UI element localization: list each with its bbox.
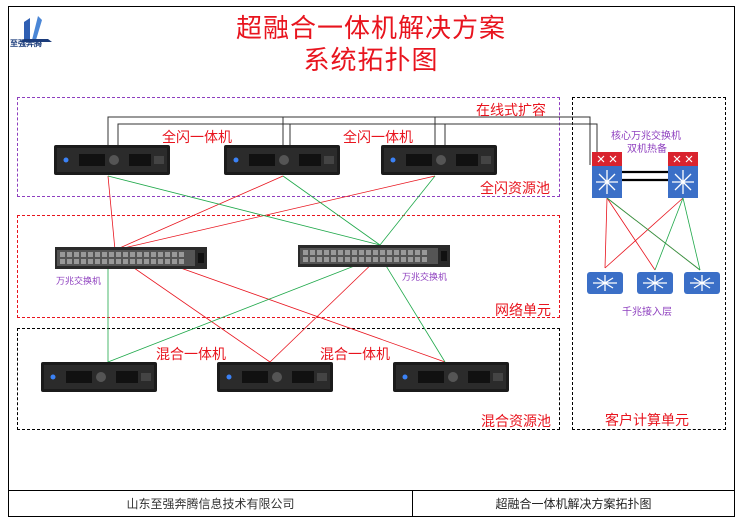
switch-label-2: 万兆交换机 bbox=[402, 273, 448, 283]
page-title: 超融合一体机解决方案 bbox=[235, 14, 506, 44]
flash-server-3 bbox=[381, 145, 497, 175]
core-switch-1 bbox=[592, 152, 622, 198]
logo-name: 至强奔腾 bbox=[10, 39, 42, 48]
core-switch-label-line2: 双机热备 bbox=[627, 144, 667, 155]
hybrid-server-1 bbox=[41, 362, 157, 392]
switch-label-1: 万兆交换机 bbox=[56, 277, 102, 287]
switch-10g-1 bbox=[55, 247, 207, 269]
footer-divider bbox=[8, 490, 735, 491]
footer-company: 山东至强奔腾信息技术有限公司 bbox=[126, 497, 295, 511]
hybrid-server-2 bbox=[217, 362, 333, 392]
footer-doc-title: 超融合一体机解决方案拓扑图 bbox=[495, 497, 652, 511]
company-logo-icon bbox=[20, 16, 52, 42]
core-switch-label-line1: 核心万兆交换机 bbox=[611, 131, 681, 142]
flash-server-2 bbox=[224, 145, 340, 175]
flash-server-1 bbox=[54, 145, 170, 175]
hybrid-pool-label: 混合资源池 bbox=[481, 414, 551, 430]
hybrid-server-3 bbox=[393, 362, 509, 392]
flash-pool-label: 全闪资源池 bbox=[480, 181, 550, 197]
client-unit-zone bbox=[572, 97, 726, 430]
switch-10g-2 bbox=[298, 245, 450, 267]
hybrid-pool-zone bbox=[17, 328, 560, 430]
access-switch-3 bbox=[684, 272, 720, 294]
page-subtitle: 系统拓扑图 bbox=[303, 46, 439, 76]
client-unit-label: 客户计算单元 bbox=[605, 413, 689, 429]
flash-server-label-1: 全闪一体机 bbox=[162, 130, 232, 146]
network-unit-label: 网络单元 bbox=[495, 303, 551, 319]
online-expand-label: 在线式扩容 bbox=[476, 103, 546, 119]
footer-separator bbox=[412, 490, 413, 517]
access-switch-2 bbox=[637, 272, 673, 294]
hybrid-server-label-2: 混合一体机 bbox=[320, 347, 390, 363]
access-switch-1 bbox=[587, 272, 623, 294]
flash-pool-zone bbox=[17, 97, 560, 197]
flash-server-label-2: 全闪一体机 bbox=[343, 130, 413, 146]
network-unit-zone bbox=[17, 215, 560, 318]
core-switch-2 bbox=[668, 152, 698, 198]
hybrid-server-label-1: 混合一体机 bbox=[156, 347, 226, 363]
access-layer-label: 千兆接入层 bbox=[622, 307, 672, 318]
page-frame bbox=[8, 6, 735, 517]
